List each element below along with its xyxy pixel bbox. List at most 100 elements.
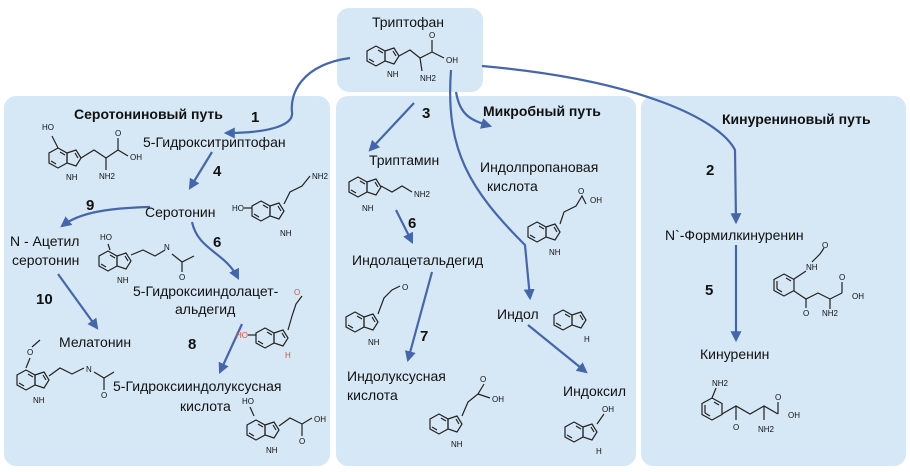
serotonin-label: Серотонин (145, 204, 216, 220)
tryptophan-label: Триптофан (372, 14, 444, 30)
svg-text:O: O (402, 283, 408, 292)
svg-text:O: O (101, 391, 107, 400)
step-number: 4 (213, 163, 222, 180)
acetylserotonin-label-line1: N - Ацетил (10, 233, 79, 249)
svg-text:HO: HO (42, 123, 54, 132)
svg-text:OH: OH (314, 415, 326, 424)
indole-structure: H (553, 309, 590, 344)
hydroxyindoleacetaldehyde-label-line2: альдегид (175, 301, 235, 317)
svg-text:OH: OH (446, 56, 458, 65)
svg-text:NH: NH (806, 263, 818, 272)
svg-text:NH2: NH2 (712, 379, 729, 388)
arrow-indoxyl (527, 324, 588, 374)
indolepropionic-acid-label-line2: кислота (487, 178, 538, 194)
indoleacetaldehyde-structure: NH O (345, 283, 408, 347)
melatonin-structure: O NH N O (16, 339, 115, 405)
formylkynurenine-structure: NH O O O OH NH2 (773, 241, 864, 318)
svg-text:NH2: NH2 (822, 309, 839, 318)
svg-text:NH2: NH2 (758, 425, 775, 434)
svg-text:OH: OH (492, 395, 504, 404)
serotonin-pathway-title: Серотониновый путь (74, 106, 223, 122)
tryptamine-label: Триптамин (369, 152, 439, 168)
arrow-step-8 (218, 323, 243, 374)
svg-text:NH: NH (66, 173, 78, 182)
svg-text:O: O (115, 129, 121, 138)
step-number: 3 (422, 105, 430, 122)
svg-text:NH: NH (266, 446, 278, 455)
arrow-step-3 (368, 102, 415, 152)
svg-text:O: O (803, 309, 809, 318)
arrow-step-6b (395, 209, 413, 244)
svg-text:OH: OH (602, 405, 614, 414)
svg-text:O: O (733, 423, 739, 432)
svg-text:NH2: NH2 (99, 172, 116, 181)
step-number: 6 (408, 215, 416, 232)
arrow-step-9 (60, 205, 151, 228)
serotonin-structure: HO NH NH2 (232, 172, 329, 238)
svg-text:HO: HO (242, 397, 254, 406)
svg-text:OH: OH (130, 153, 142, 162)
svg-text:NH2: NH2 (312, 172, 329, 181)
svg-text:O: O (179, 273, 185, 282)
step-number: 5 (705, 282, 713, 299)
hydroxyindoleacetic-acid-label-line2: кислота (180, 398, 231, 414)
svg-text:HO: HO (236, 331, 248, 340)
arrow-step-6a (190, 221, 239, 280)
step-number: 6 (213, 234, 221, 251)
svg-text:O: O (839, 273, 845, 282)
hydroxyindoleacetic-acid-label-line1: 5-Гидроксииндолуксусная (113, 378, 282, 394)
svg-text:O: O (775, 393, 781, 402)
hydroxytryptophan-label: 5-Гидрокситриптофан (143, 134, 286, 150)
indolepropionic-acid-structure: NH O OH (527, 187, 602, 257)
svg-text:NH: NH (451, 440, 463, 449)
svg-text:NH2: NH2 (420, 74, 437, 83)
svg-text:NH: NH (33, 396, 45, 405)
hydroxyindoleacetaldehyde-label-line1: 5-Гидроксииндолацет- (133, 283, 279, 299)
step-number: 8 (188, 336, 196, 353)
hydroxyindoleacetic-acid-structure: HO NH O OH (242, 397, 326, 455)
svg-text:O: O (578, 187, 584, 196)
svg-text:O: O (480, 375, 486, 384)
step-number: 1 (251, 109, 259, 126)
svg-text:H: H (285, 351, 291, 360)
tryptophan-structure: NH O OH NH2 (366, 31, 458, 83)
svg-text:NH: NH (117, 276, 129, 285)
svg-text:H: H (596, 447, 602, 456)
svg-text:N: N (86, 365, 92, 374)
indoleacetic-acid-label-line1: Индолуксусная (347, 368, 446, 384)
svg-text:O: O (429, 31, 435, 40)
svg-text:NH: NH (387, 70, 399, 79)
svg-text:H: H (584, 335, 590, 344)
svg-text:HO: HO (100, 233, 112, 242)
indoleacetic-acid-label-line2: кислота (347, 387, 398, 403)
arrow-step-1 (223, 56, 351, 139)
acetylserotonin-label-line2: серотонин (12, 252, 79, 268)
arrow-step-7 (405, 271, 434, 363)
indole-label: Индол (497, 306, 539, 322)
kynurenine-structure: NH2 O O OH NH2 (701, 379, 800, 434)
arrow-step-4 (188, 151, 213, 190)
melatonin-label: Мелатонин (59, 334, 131, 350)
microbial-pathway-title: Микробный путь (483, 103, 601, 119)
svg-text:NH: NH (362, 204, 374, 213)
svg-text:OH: OH (590, 196, 602, 205)
svg-text:NH: NH (280, 229, 292, 238)
indoleacetaldehyde-label: Индолацетальдегид (352, 252, 483, 268)
serotonin-pathway-panel (4, 96, 330, 466)
svg-text:O: O (27, 348, 33, 357)
svg-text:O: O (822, 241, 828, 250)
svg-text:NH: NH (549, 248, 561, 257)
step-number: 9 (86, 197, 94, 214)
svg-text:N: N (164, 243, 170, 252)
indolepropionic-acid-label-line1: Индолпропановая (480, 159, 598, 175)
formylkynurenine-label: N`-Формилкинуренин (665, 227, 804, 243)
step-number: 7 (420, 328, 428, 345)
svg-text:O: O (299, 437, 305, 446)
indoxyl-structure: H OH (564, 405, 614, 456)
indoxyl-label: Индоксил (563, 383, 626, 399)
svg-text:OH: OH (788, 411, 800, 420)
svg-text:NH: NH (368, 338, 380, 347)
step-number: 2 (706, 162, 714, 179)
arrow-step-10 (57, 273, 99, 330)
